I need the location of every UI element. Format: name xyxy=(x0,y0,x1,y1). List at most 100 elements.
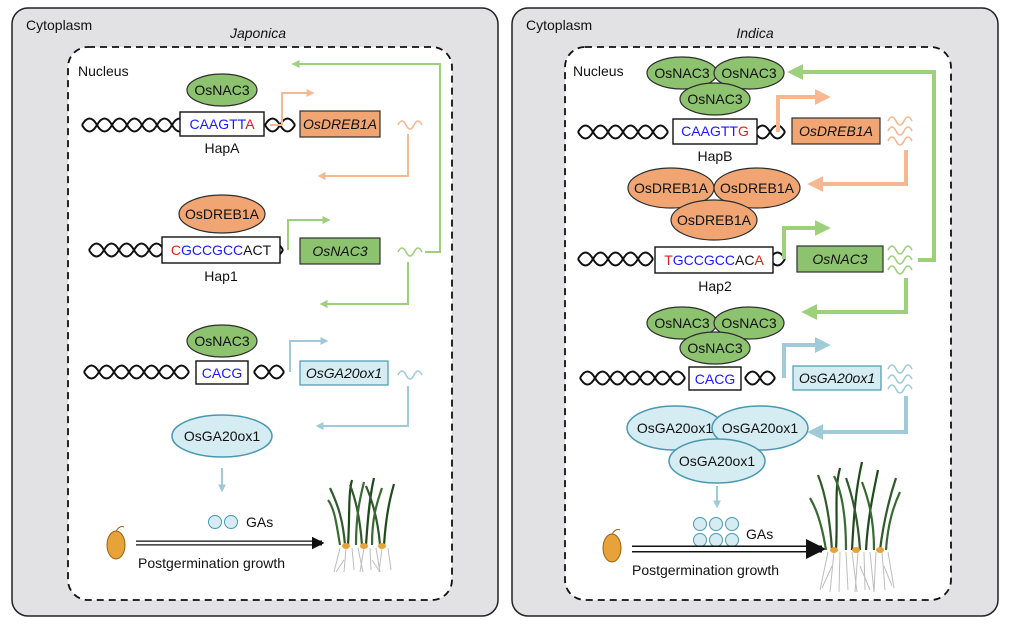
gene-label: OsGA20ox1 xyxy=(799,370,875,386)
sequence-segment: G xyxy=(738,123,749,139)
promoter-sequence: CACG xyxy=(202,365,242,381)
protein-label: OsNAC3 xyxy=(194,333,249,349)
sequence-segment: CACG xyxy=(202,365,242,381)
translation-arrow xyxy=(807,150,908,192)
indica-panel: Cytoplasm Indica Nucleus OsNAC3 OsNAC3 O… xyxy=(511,7,999,617)
protein-label: OsNAC3 xyxy=(721,315,776,331)
mrna-wave xyxy=(887,116,913,146)
sequence-segment: T xyxy=(664,252,673,268)
enzyme-osga20ox1 xyxy=(711,405,809,451)
protein-label: OsNAC3 xyxy=(721,65,776,81)
sequence-segment: ACT xyxy=(243,242,271,258)
promoter-sequence: TGCCGCCACA xyxy=(664,252,764,268)
variety-label: Japonica xyxy=(229,25,286,41)
nucleus-label: Nucleus xyxy=(78,63,129,79)
transcription-arrow xyxy=(289,337,329,372)
enzyme-label: OsGA20ox1 xyxy=(722,420,798,436)
sequence-segment: AC xyxy=(735,252,754,268)
nucleus-region xyxy=(67,46,453,601)
seedling-icon xyxy=(809,461,901,593)
haplotype-label: HapB xyxy=(697,148,732,164)
promoter-element xyxy=(179,111,265,137)
dna-helix xyxy=(579,370,776,386)
gene-label: OsDREB1A xyxy=(303,116,377,132)
haplotype-label: Hap1 xyxy=(204,268,238,284)
protein-osdreb1a xyxy=(670,199,758,241)
sequence-segment: A xyxy=(754,252,764,268)
gene-osga20ox1 xyxy=(792,365,882,391)
enzyme-label: OsGA20ox1 xyxy=(679,453,755,469)
transcription-arrow xyxy=(782,220,831,259)
mrna-wave xyxy=(887,245,913,275)
protein-label: OsDREB1A xyxy=(634,180,709,196)
promoter-element xyxy=(688,366,742,391)
gene-osga20ox1 xyxy=(299,360,389,386)
sequence-segment: GCCGCC xyxy=(673,252,735,268)
protein-label: OsDREB1A xyxy=(720,180,795,196)
enzyme-label: OsGA20ox1 xyxy=(637,420,713,436)
promoter-sequence: CAAGTTA xyxy=(189,116,255,132)
haplotype-label: HapA xyxy=(204,140,240,156)
sequence-segment: CAAGTT xyxy=(189,116,246,132)
gene-osdreb1a xyxy=(791,117,881,145)
protein-label: OsNAC3 xyxy=(654,65,709,81)
protein-osnac3 xyxy=(679,82,751,116)
mrna-wave xyxy=(397,247,423,257)
enzyme-osga20ox1 xyxy=(171,414,273,458)
protein-osnac3 xyxy=(713,306,785,340)
sequence-segment: CACG xyxy=(695,371,735,387)
ga-molecule-icon xyxy=(224,515,238,529)
gas-label: GAs xyxy=(246,514,273,530)
protein-osnac3 xyxy=(186,73,258,107)
transcription-arrow xyxy=(782,337,831,378)
dna-helix xyxy=(577,124,786,140)
gene-osdreb1a xyxy=(299,110,381,138)
protein-osdreb1a xyxy=(713,167,801,209)
gene-osnac3 xyxy=(299,237,381,265)
protein-osnac3 xyxy=(679,331,751,365)
promoter-sequence: CAAGTTG xyxy=(681,123,749,139)
mrna-wave xyxy=(887,364,913,394)
seed-icon xyxy=(602,529,622,563)
haplotype-label: Hap2 xyxy=(698,278,732,294)
promoter-element xyxy=(195,360,249,385)
mrna-wave xyxy=(397,120,423,130)
sequence-segment: CAAGTT xyxy=(681,123,738,139)
protein-osnac3 xyxy=(186,324,258,358)
nucleus-label: Nucleus xyxy=(573,63,624,79)
protein-label: OsDREB1A xyxy=(185,206,260,222)
protein-label: OsDREB1A xyxy=(677,212,752,228)
gene-label: OsNAC3 xyxy=(312,243,367,259)
sequence-segment: A xyxy=(245,116,255,132)
promoter-element xyxy=(161,236,281,264)
enzyme-label: OsGA20ox1 xyxy=(184,428,260,444)
sequence-segment: C xyxy=(171,242,181,258)
enzyme-osga20ox1 xyxy=(668,438,766,484)
sequence-segment: GCCGCC xyxy=(181,242,243,258)
feedback-arrow xyxy=(787,64,936,262)
gene-label: OsNAC3 xyxy=(812,251,867,267)
gene-osnac3 xyxy=(796,245,884,273)
transcription-arrow xyxy=(776,89,831,132)
cytoplasm-label: Cytoplasm xyxy=(526,17,592,33)
mrna-wave xyxy=(397,370,423,380)
gas-label: GAs xyxy=(746,526,773,542)
seedling-icon xyxy=(327,477,396,573)
protein-label: OsNAC3 xyxy=(194,82,249,98)
gene-label: OsGA20ox1 xyxy=(306,365,382,381)
ga-molecule-icon xyxy=(208,515,222,529)
promoter-element xyxy=(654,246,774,274)
feedback-arrow xyxy=(291,60,441,253)
ga-molecule-icon xyxy=(693,517,739,547)
promoter-sequence: CGCCGCCACT xyxy=(171,242,272,258)
dna-helix xyxy=(83,364,285,380)
translation-arrow xyxy=(317,134,409,180)
translation-arrow xyxy=(801,278,908,320)
growth-label: Postgermination growth xyxy=(138,555,285,571)
protein-label: OsNAC3 xyxy=(654,315,709,331)
variety-label: Indica xyxy=(736,25,774,41)
seed-icon xyxy=(106,526,126,560)
translation-arrow xyxy=(319,262,409,308)
transcription-arrow xyxy=(281,89,315,125)
